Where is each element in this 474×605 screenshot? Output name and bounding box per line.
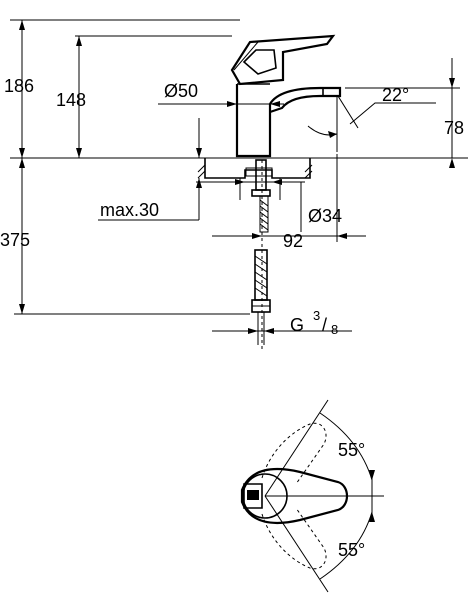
dim-hole-diameter: Ø34 (308, 206, 342, 226)
mounting-stud (251, 159, 271, 233)
dim-max-thickness: max.30 (100, 200, 159, 220)
dim-spout-height: 148 (56, 90, 86, 110)
dim-connection-den: 8 (331, 322, 338, 337)
dim-body-diameter: Ø50 (164, 81, 198, 101)
dim-total-height: 186 (4, 76, 34, 96)
dim-connection-g: G (290, 315, 304, 335)
top-view: 55° 55° (240, 399, 384, 593)
dim-spout-reach: 92 (283, 231, 303, 251)
dim-spout-clearance: 78 (444, 118, 464, 138)
countertop-section (197, 158, 313, 200)
side-view: 186 148 Ø50 22° 78 Ø34 (0, 19, 468, 350)
dim-lever-angle-bottom: 55° (338, 540, 365, 560)
dim-spout-angle: 22° (382, 85, 409, 105)
dim-connection-slash: / (322, 315, 327, 335)
faucet-body (230, 34, 342, 158)
flexible-hose (251, 249, 271, 345)
dim-lever-angle-top: 55° (338, 440, 365, 460)
dim-connection-num: 3 (313, 308, 320, 323)
dim-hose-length: 375 (0, 230, 30, 250)
